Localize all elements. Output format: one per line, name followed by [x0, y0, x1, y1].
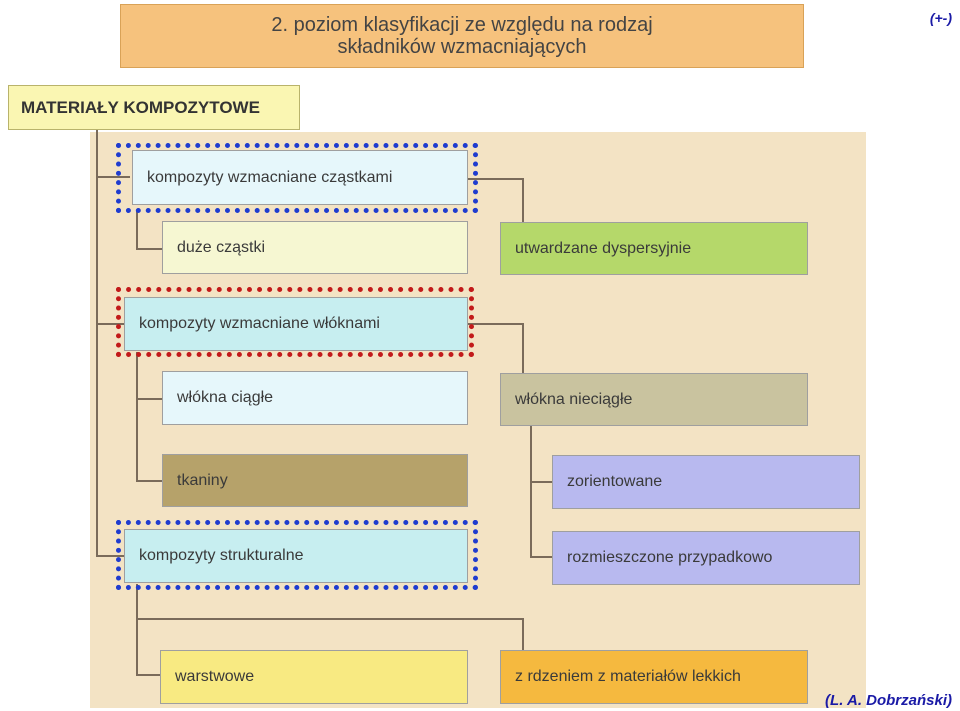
connector-to-layered [136, 674, 160, 676]
connector-fibers-down [136, 352, 138, 482]
connector-fibers-right-down [522, 323, 524, 373]
node-particle-composites: kompozyty wzmacniane cząstkami [132, 150, 468, 205]
connector-to-fibers [96, 323, 130, 325]
author-credit: (L. A. Dobrzański) [825, 692, 952, 709]
node-discontinuous-fibers: włókna nieciągłe [500, 373, 808, 426]
connector-particles-right [468, 178, 524, 180]
connector-structural-down [136, 584, 138, 676]
connector-to-particles [96, 176, 130, 178]
connector-to-continuous [136, 398, 162, 400]
highlight-frame-fibers [116, 287, 474, 357]
connector-particles-down [136, 210, 138, 250]
connector-to-structural [96, 555, 130, 557]
node-fiber-composites: kompozyty wzmacniane włóknami [124, 297, 468, 351]
node-fabrics: tkaniny [162, 454, 468, 507]
root-node: MATERIAŁY KOMPOZYTOWE [8, 85, 300, 130]
node-large-particles: duże cząstki [162, 221, 468, 274]
connector-structural-branch [136, 618, 524, 620]
highlight-frame-particles [116, 143, 478, 213]
connector-to-random [530, 556, 552, 558]
node-sandwich: z rdzeniem z materiałów lekkich [500, 650, 808, 704]
node-structural-composites: kompozyty strukturalne [124, 529, 468, 583]
connector-fibers-right [468, 323, 524, 325]
title-line-2: składników wzmacniających [337, 36, 587, 58]
connector-root-trunk [96, 130, 98, 556]
corner-mark: (+-) [929, 10, 952, 26]
node-random: rozmieszczone przypadkowo [552, 531, 860, 585]
diagram-title: 2. poziom klasyfikacji ze względu na rod… [120, 4, 804, 68]
node-dispersion-strengthened: utwardzane dyspersyjnie [500, 222, 808, 275]
connector-to-oriented [530, 481, 552, 483]
connector-discontinuous-down [530, 426, 532, 558]
title-line-1: 2. poziom klasyfikacji ze względu na rod… [271, 14, 653, 36]
connector-to-large-particles [136, 248, 162, 250]
node-oriented: zorientowane [552, 455, 860, 509]
connector-to-sandwich [522, 618, 524, 650]
connector-to-fabrics [136, 480, 162, 482]
node-continuous-fibers: włókna ciągłe [162, 371, 468, 425]
highlight-frame-structural [116, 520, 478, 590]
node-layered: warstwowe [160, 650, 468, 704]
connector-particles-right-down [522, 178, 524, 222]
